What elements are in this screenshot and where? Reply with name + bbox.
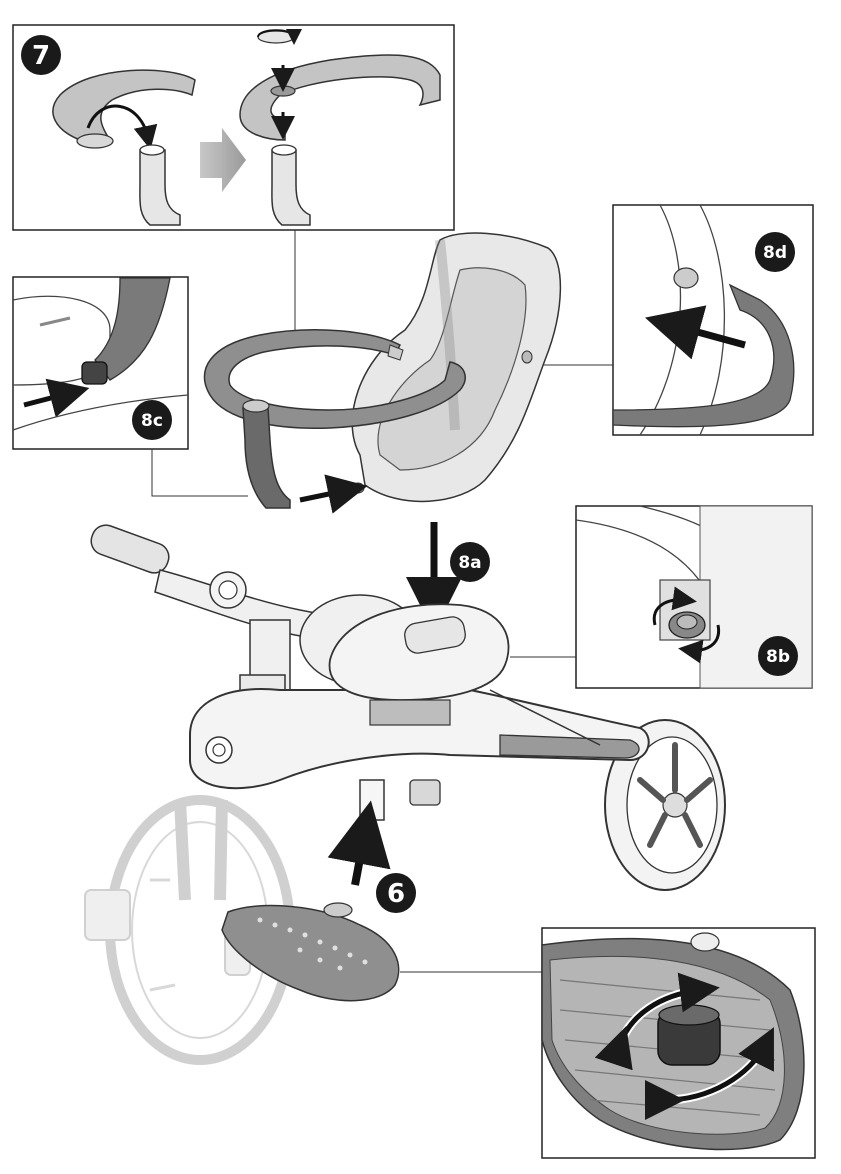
step-7-label: 7	[32, 41, 50, 71]
panel-step-8b: 8b	[576, 506, 812, 688]
step-8d-badge: 8d	[755, 232, 795, 272]
step-6-label: 6	[387, 879, 405, 909]
panel-step-8c: 8c	[13, 277, 188, 449]
step-8d-label: 8d	[763, 243, 787, 263]
step-8c-label: 8c	[141, 411, 163, 431]
step-7-badge: 7	[21, 35, 61, 75]
footrest	[222, 903, 399, 1001]
step-8a-label: 8a	[458, 553, 481, 573]
panel-step-8d: 8d	[613, 205, 813, 435]
insert-arrow-8c	[300, 490, 348, 500]
step-8b-label: 8b	[766, 647, 790, 667]
up-arrow-6	[355, 832, 365, 885]
step-8a-badge: 8a	[450, 542, 490, 582]
panel-step-7: 7	[13, 25, 454, 230]
panel-footrest-detail	[542, 928, 815, 1158]
step-6-badge: 6	[376, 873, 416, 913]
step-8b-badge: 8b	[758, 636, 798, 676]
step-8c-badge: 8c	[132, 400, 172, 440]
